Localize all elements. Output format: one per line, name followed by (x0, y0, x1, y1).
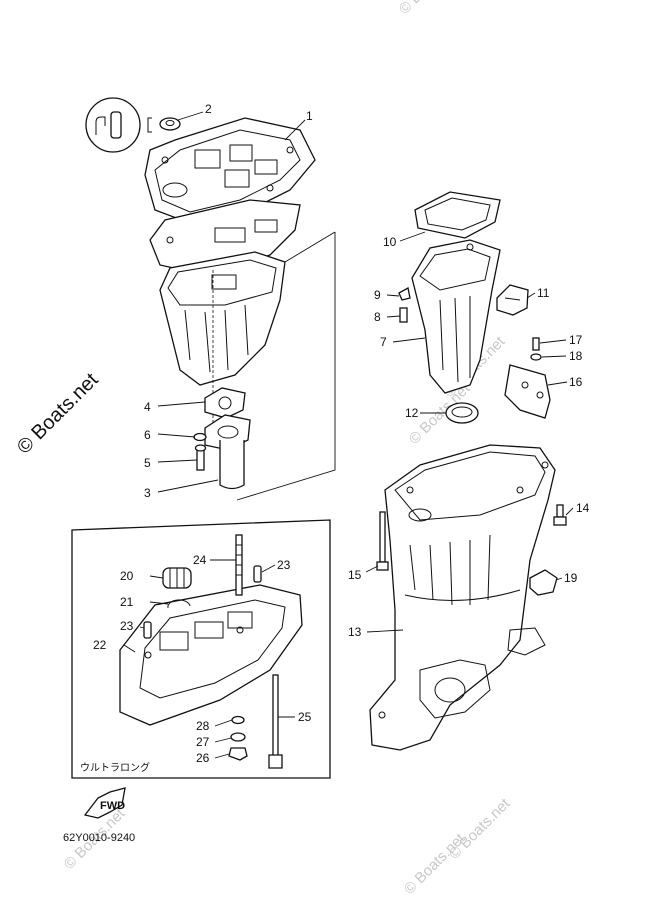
exhaust-guide-part-7 (411, 239, 501, 394)
seal-ring-part-12 (445, 402, 479, 424)
dowel-part-23b (143, 621, 152, 639)
side-watermark: © Boats.net (13, 369, 103, 459)
callout-1: 1 (306, 109, 313, 123)
callout-15: 15 (348, 568, 362, 582)
bolt-part-15 (376, 511, 389, 571)
ultra-long-inset: ウルトラロング (71, 519, 331, 779)
callout-24: 24 (193, 553, 207, 567)
lower-casing-part-13 (369, 444, 556, 751)
callout-22: 22 (93, 638, 107, 652)
callout-16: 16 (569, 375, 583, 389)
callout-14: 14 (576, 501, 590, 515)
outline-line (284, 231, 336, 263)
callout-5: 5 (144, 456, 151, 470)
grommet-part-20 (162, 567, 192, 589)
bracket-part-16 (504, 364, 551, 419)
callout-20: 20 (120, 569, 134, 583)
inset-caption: ウルトラロング (80, 761, 150, 774)
detail-circle (85, 97, 152, 153)
watermark: © Boats.net (446, 795, 514, 863)
oil-pan-body (159, 251, 286, 386)
callout-25: 25 (298, 710, 312, 724)
dowel-part-23a (253, 565, 262, 583)
callout-4: 4 (144, 400, 151, 414)
callout-27: 27 (196, 735, 210, 749)
callout-28: 28 (196, 719, 210, 733)
callout-2: 2 (205, 102, 212, 116)
callout-12: 12 (405, 406, 419, 420)
bolt-part-8 (399, 307, 408, 323)
washer-part-2 (159, 117, 181, 131)
callout-10: 10 (383, 235, 397, 249)
callout-18: 18 (569, 349, 583, 363)
washer-part-6 (193, 432, 207, 442)
callout-17: 17 (569, 333, 583, 347)
cover-part-19 (529, 569, 558, 596)
fwd-arrow-icon: FWD (83, 787, 126, 819)
pin-part-9 (398, 286, 411, 301)
gasket-part-10 (414, 191, 501, 239)
part-code: 62Y0010-9240 (63, 832, 135, 844)
callout-8: 8 (374, 310, 381, 324)
callout-9: 9 (374, 288, 381, 302)
bolt-part-5 (194, 444, 207, 471)
stud-part-25 (272, 674, 279, 761)
callout-23b: 23 (120, 619, 134, 633)
extension-part-22 (119, 584, 303, 726)
callout-6: 6 (144, 428, 151, 442)
callout-26: 26 (196, 751, 210, 765)
washer-part-28 (231, 715, 245, 725)
fwd-label: FWD (100, 800, 125, 812)
callout-3: 3 (144, 486, 151, 500)
callout-19: 19 (564, 571, 578, 585)
bolt-part-17 (532, 337, 540, 351)
nut-part-26 (228, 747, 248, 761)
callouts: 2 1 4 6 5 3 7 8 9 10 11 12 13 14 15 16 1… (93, 102, 590, 765)
watermark: © Boats.net (396, 0, 464, 18)
exhaust-pipe-part-3 (204, 414, 251, 490)
callout-7: 7 (380, 335, 387, 349)
washer-part-27 (230, 732, 246, 742)
outline-line (236, 232, 336, 501)
callout-21: 21 (120, 595, 134, 609)
callout-23a: 23 (277, 558, 291, 572)
bolt-part-14 (553, 504, 567, 526)
leader-lines (123, 111, 574, 759)
gasket-part-4 (204, 387, 246, 419)
callout-11: 11 (537, 286, 550, 300)
circlip-part-21 (167, 599, 191, 609)
damper-part-11 (496, 284, 529, 316)
callout-13: 13 (348, 625, 362, 639)
washer-part-18 (530, 353, 542, 361)
